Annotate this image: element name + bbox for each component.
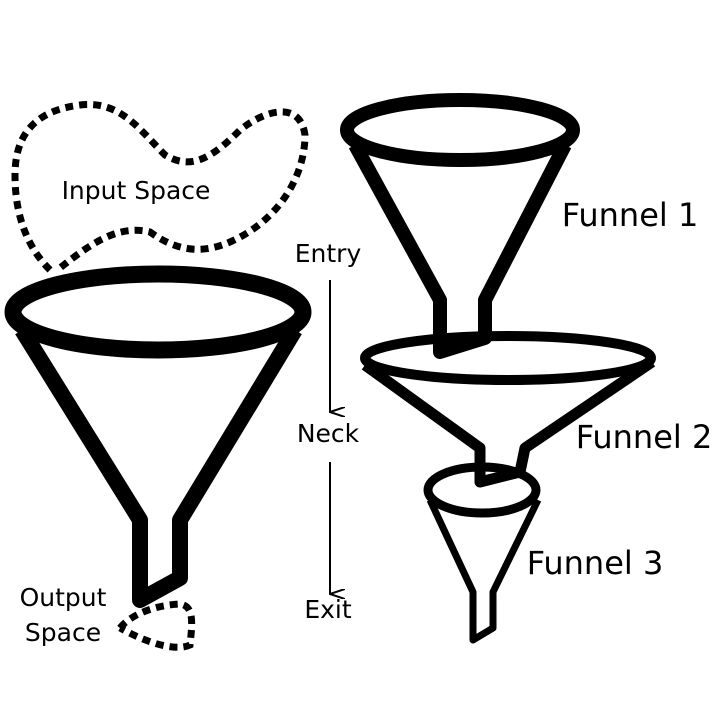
output-space-label-line1: Output bbox=[20, 583, 107, 612]
funnel-1 bbox=[340, 93, 580, 359]
entry-label: Entry bbox=[295, 239, 362, 268]
funnel-3 bbox=[423, 462, 542, 644]
input-space-region bbox=[11, 100, 309, 273]
exit-label: Exit bbox=[304, 595, 352, 624]
output-space-region bbox=[117, 600, 196, 651]
input-space-label: Input Space bbox=[62, 176, 211, 205]
output-space-label-line2: Space bbox=[25, 618, 101, 647]
funnel-1-label: Funnel 1 bbox=[562, 196, 699, 234]
funnel-3-label: Funnel 3 bbox=[527, 544, 664, 582]
funnel-2 bbox=[360, 331, 656, 488]
main-funnel bbox=[4, 265, 312, 608]
neck-label: Neck bbox=[297, 419, 360, 448]
funnel-2-label: Funnel 2 bbox=[576, 418, 713, 456]
